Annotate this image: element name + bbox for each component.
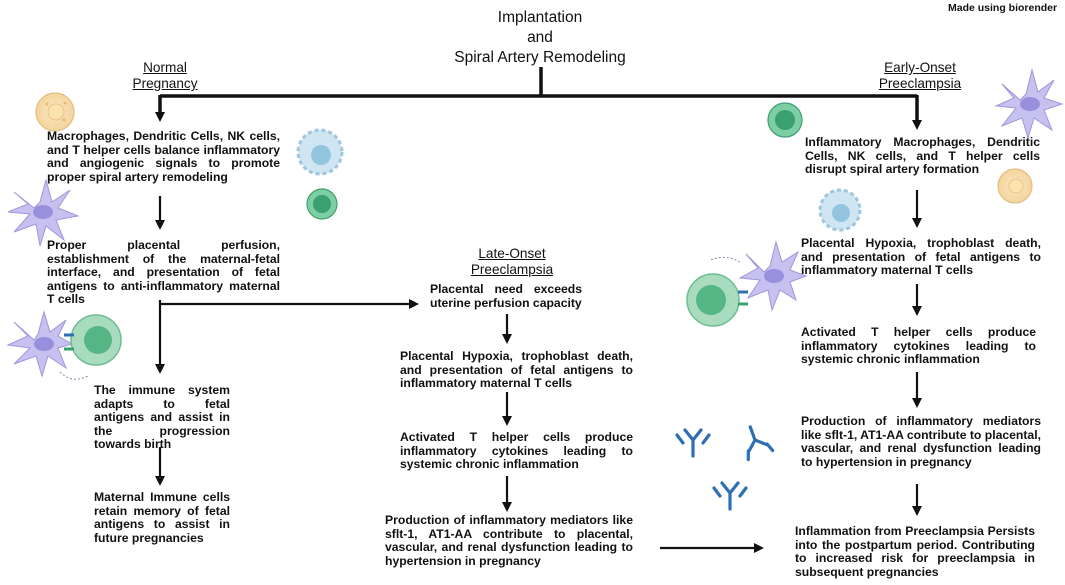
late-step-2: Placental Hypoxia, trophoblast death, an…: [400, 349, 633, 391]
early-step-1: Inflammatory Macrophages, Dendritic Cell…: [805, 135, 1040, 177]
normal-heading-line-2: Pregnancy: [132, 76, 198, 91]
early-step-4: Production of inflammatory mediators lik…: [801, 414, 1041, 469]
early-step-2: Placental Hypoxia, trophoblast death, an…: [801, 236, 1041, 278]
antibody-icon: [746, 425, 775, 462]
early-heading: Early-Onset Preeclampsia: [860, 60, 980, 92]
t-cell-icon: [767, 102, 803, 138]
branch-connector: [155, 67, 922, 130]
normal-step-2: Proper placental perfusion, establishmen…: [47, 238, 280, 307]
antibody-icon: [675, 428, 711, 458]
normal-step-1: Macrophages, Dendritic Cells, NK cells, …: [47, 129, 280, 184]
dendritic-cell-icon: [994, 68, 1064, 140]
normal-arrows: [155, 196, 419, 486]
early-heading-line-2: Preeclampsia: [878, 76, 962, 91]
late-step-4: Production of inflammatory mediators lik…: [385, 513, 633, 568]
credit-label: Made using biorender: [948, 2, 1058, 14]
title-line-1: Implantation: [497, 9, 583, 26]
title-line-3: Spiral Artery Remodeling: [454, 49, 626, 66]
nk-cell-icon: [296, 128, 344, 176]
late-arrows: [502, 314, 764, 553]
immune-synapse-icon: [686, 240, 808, 327]
t-cell-icon: [306, 188, 338, 220]
immune-synapse-icon: [6, 310, 122, 380]
late-heading-line-2: Preeclampsia: [470, 262, 554, 277]
normal-step-4: Maternal Immune cells retain memory of f…: [94, 490, 230, 545]
diagram-title: Implantation and Spiral Artery Remodelin…: [400, 8, 680, 68]
early-step-5: Inflammation from Preeclampsia Persists …: [795, 524, 1035, 579]
late-step-3: Activated T helper cells produce inflamm…: [400, 430, 633, 472]
normal-heading-line-1: Normal: [143, 60, 187, 75]
normal-heading: Normal Pregnancy: [110, 60, 220, 92]
macrophage-icon: [997, 168, 1033, 204]
late-heading: Late-Onset Preeclampsia: [452, 246, 572, 278]
antibody-icon: [712, 481, 748, 511]
early-heading-line-1: Early-Onset: [884, 60, 956, 75]
normal-step-3: The immune system adapts to fetal antige…: [94, 383, 230, 452]
title-line-2: and: [527, 29, 553, 46]
early-step-3: Activated T helper cells produce inflamm…: [801, 325, 1036, 367]
late-heading-line-1: Late-Onset: [478, 246, 546, 261]
dendritic-cell-icon: [7, 178, 80, 247]
nk-cell-icon: [818, 188, 862, 232]
late-step-1: Placental need exceeds uterine perfusion…: [430, 282, 582, 310]
macrophage-icon: [35, 92, 75, 132]
